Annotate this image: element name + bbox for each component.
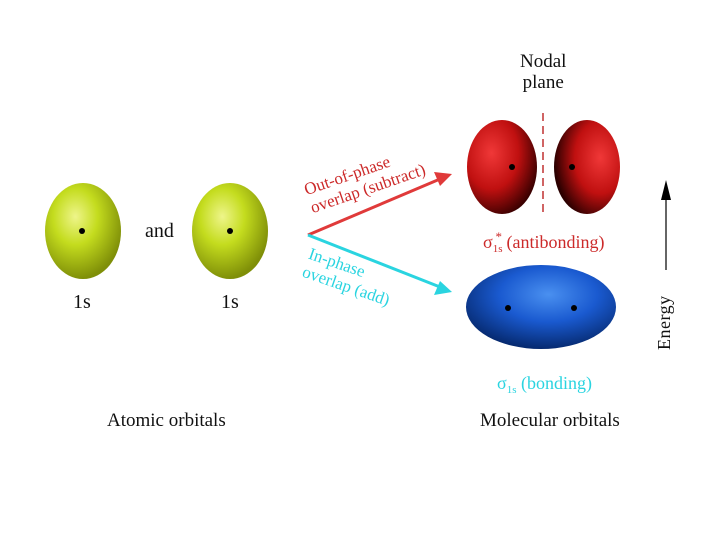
left-orbital-label: 1s <box>73 291 91 313</box>
and-connector: and <box>145 220 174 242</box>
molecular-orbitals-title: Molecular orbitals <box>480 410 620 431</box>
energy-arrow <box>661 180 671 270</box>
atomic-orbital-left <box>45 183 121 279</box>
nodal-plane-label: Nodal plane <box>520 51 567 93</box>
in-phase-arrow <box>307 233 452 295</box>
antibonding-orbital <box>467 120 620 214</box>
out-of-phase-arrow <box>307 172 452 237</box>
antibonding-label: σ1s* (antibonding) <box>483 229 605 255</box>
right-orbital-label: 1s <box>221 291 239 313</box>
atomic-orbital-right <box>192 183 268 279</box>
bonding-orbital <box>466 265 616 349</box>
energy-axis-label: Energy <box>654 295 674 350</box>
atomic-orbitals-title: Atomic orbitals <box>107 410 226 431</box>
bonding-label: σ1s (bonding) <box>497 373 592 396</box>
